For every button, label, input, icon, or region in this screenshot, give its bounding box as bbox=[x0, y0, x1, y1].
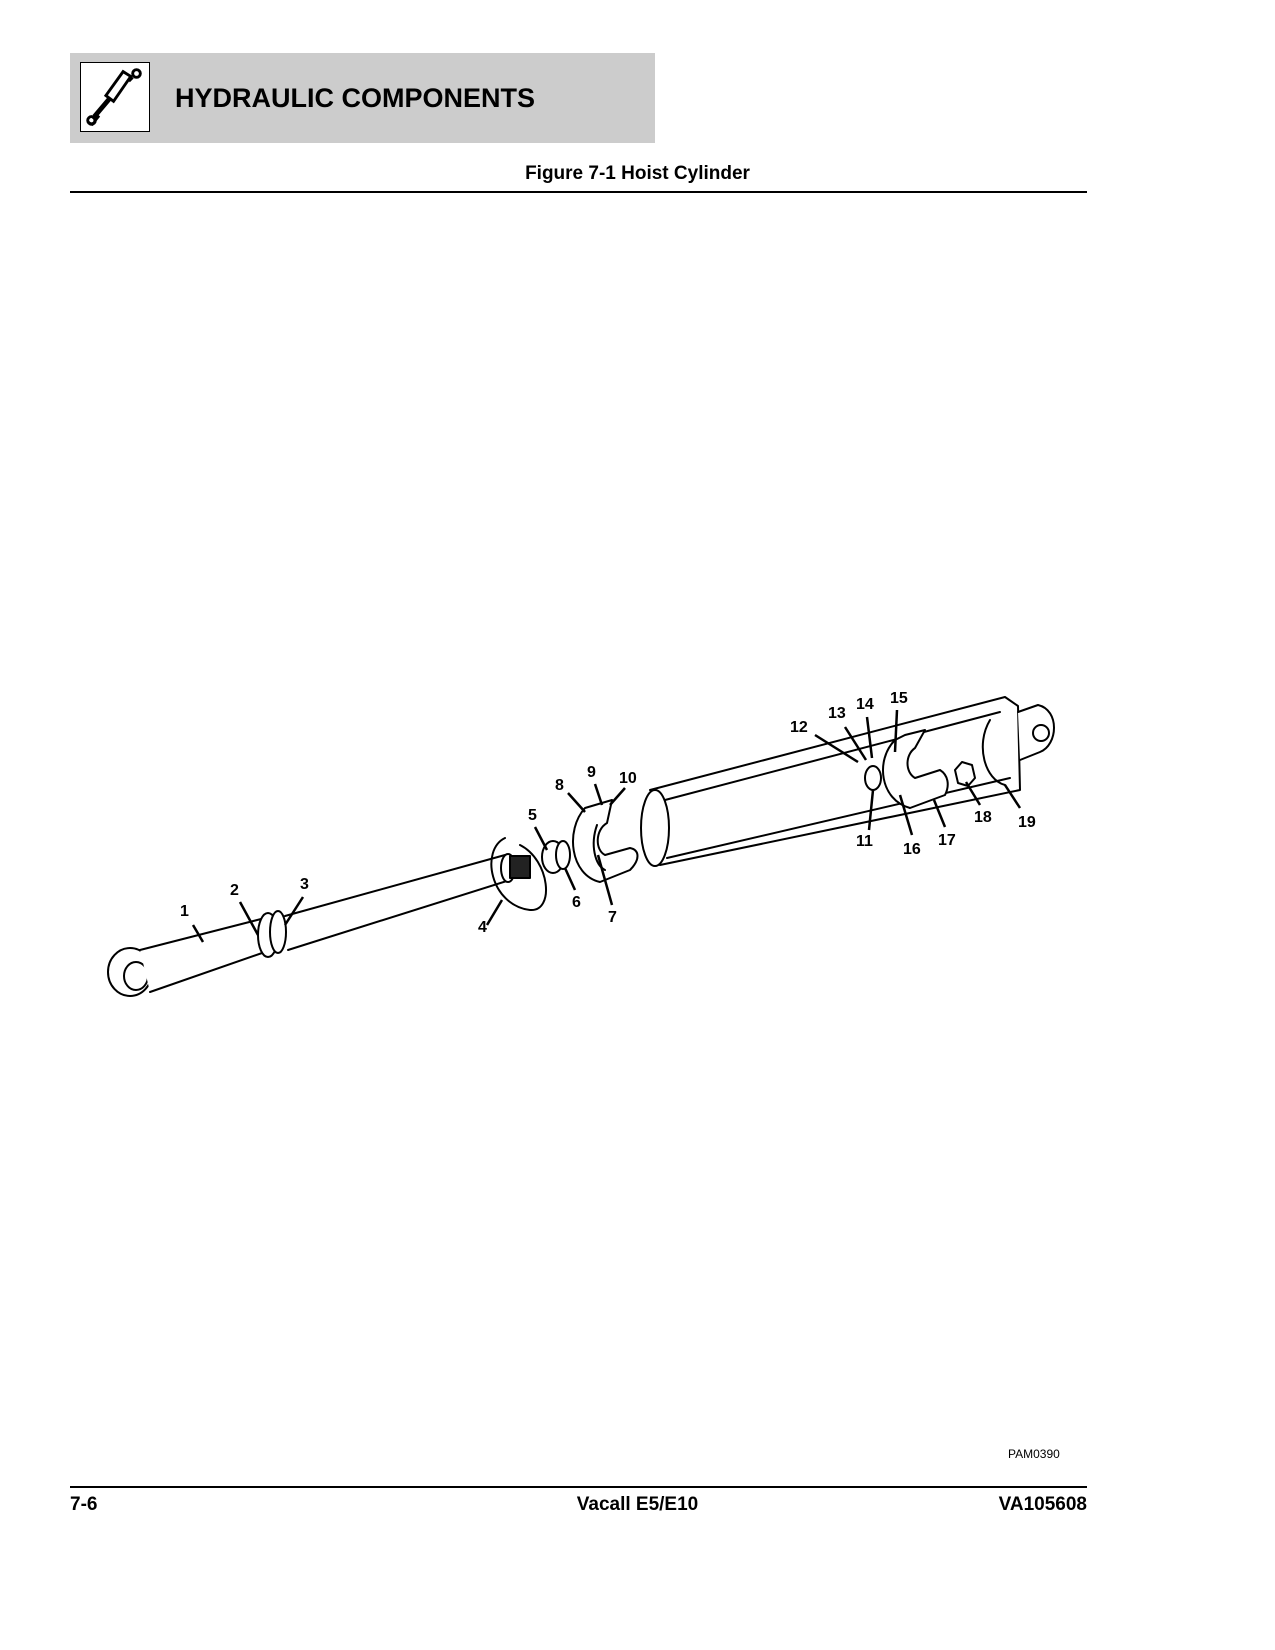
callout-13: 13 bbox=[828, 705, 846, 722]
callout-9: 9 bbox=[587, 764, 596, 781]
callout-5: 5 bbox=[528, 807, 537, 824]
callout-3: 3 bbox=[300, 876, 309, 893]
callout-11: 11 bbox=[856, 833, 873, 850]
hydraulic-cylinder-icon bbox=[80, 62, 150, 132]
callout-19: 19 bbox=[1018, 814, 1036, 831]
callout-4: 4 bbox=[478, 919, 487, 936]
callout-1: 1 bbox=[180, 903, 189, 920]
callout-12: 12 bbox=[790, 719, 808, 736]
callout-6: 6 bbox=[572, 894, 581, 911]
document-number: VA105608 bbox=[998, 1494, 1087, 1515]
page-number: 7-6 bbox=[70, 1494, 98, 1515]
product-name: Vacall E5/E10 bbox=[576, 1494, 699, 1515]
callout-7: 7 bbox=[608, 909, 617, 926]
callout-labels: 1 2 3 4 5 6 7 8 9 10 11 12 13 14 15 16 1… bbox=[180, 690, 1036, 936]
callout-2: 2 bbox=[230, 882, 239, 899]
callout-10: 10 bbox=[619, 770, 637, 787]
callout-17: 17 bbox=[938, 832, 956, 849]
section-header: HYDRAULIC COMPONENTS bbox=[70, 53, 655, 143]
figure-reference-code: PAM0390 bbox=[1008, 1447, 1060, 1461]
callout-15: 15 bbox=[890, 690, 908, 707]
figure-title: Figure 7-1 Hoist Cylinder bbox=[525, 163, 750, 184]
callout-8: 8 bbox=[555, 777, 564, 794]
header-divider bbox=[70, 191, 1087, 193]
section-title: HYDRAULIC COMPONENTS bbox=[175, 83, 536, 113]
callout-16: 16 bbox=[903, 841, 921, 858]
footer-divider bbox=[70, 1486, 1087, 1488]
callout-18: 18 bbox=[974, 809, 992, 826]
callout-14: 14 bbox=[856, 696, 874, 713]
